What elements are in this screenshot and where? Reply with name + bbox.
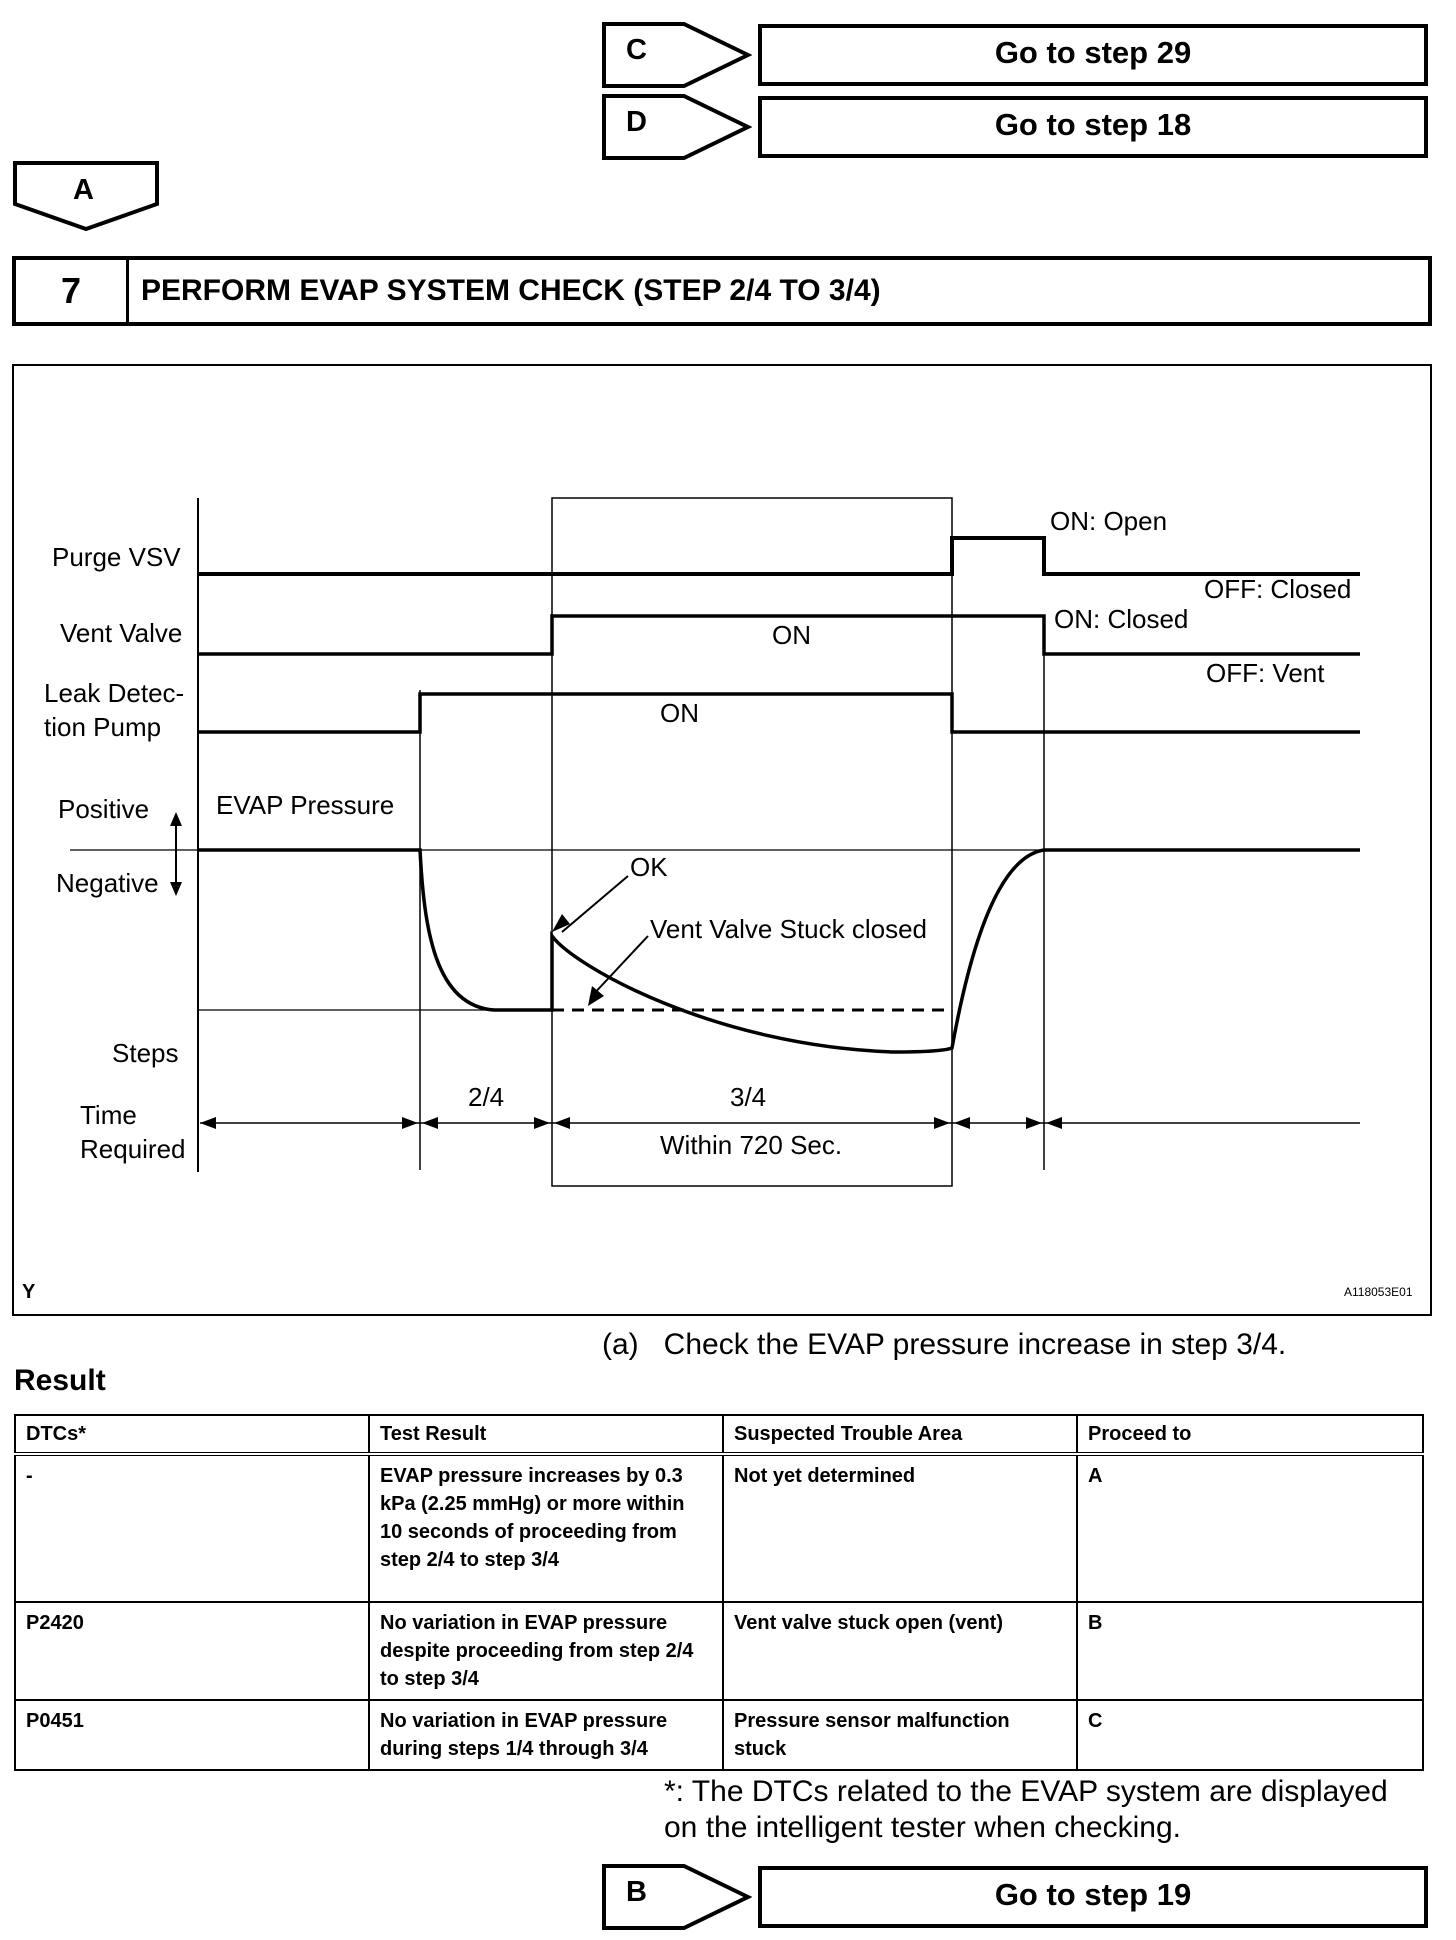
purge-off-label: OFF: Closed bbox=[1204, 574, 1351, 604]
time-label-2: Required bbox=[80, 1134, 186, 1164]
purge-vsv-waveform bbox=[198, 536, 1360, 576]
purge-on-label: ON: Open bbox=[1050, 506, 1167, 536]
leak-pump-label-1: Leak Detec- bbox=[44, 678, 184, 708]
evap-pressure-label: EVAP Pressure bbox=[216, 790, 394, 820]
dtc-footnote: *: The DTCs related to the EVAP system a… bbox=[664, 1775, 1388, 1844]
tag-arrow-c bbox=[602, 22, 752, 88]
tag-arrow-b bbox=[602, 1864, 752, 1930]
tag-letter-b: B bbox=[626, 1876, 647, 1908]
test-result-cell: EVAP pressure increases by 0.3 kPa (2.25… bbox=[368, 1453, 724, 1603]
proceed-cell: C bbox=[1076, 1699, 1424, 1771]
steps-label: Steps bbox=[112, 1038, 179, 1068]
trouble-area-cell: Vent valve stuck open (vent) bbox=[722, 1601, 1078, 1701]
vent-off-label: OFF: Vent bbox=[1206, 658, 1325, 688]
tag-letter-d: D bbox=[626, 106, 647, 138]
table-header-row: DTCs* Test Result Suspected Trouble Area… bbox=[14, 1414, 1424, 1455]
test-result-cell: No variation in EVAP pressure despite pr… bbox=[368, 1601, 724, 1701]
corner-mark-y: Y bbox=[22, 1281, 36, 1303]
vent-on-mid-label: ON bbox=[772, 620, 811, 650]
result-table: DTCs* Test Result Suspected Trouble Area… bbox=[14, 1414, 1424, 1771]
proceed-cell: B bbox=[1076, 1601, 1424, 1701]
negative-label: Negative bbox=[56, 868, 159, 898]
continue-tag-a bbox=[13, 161, 159, 232]
check-caption: (a) Check the EVAP pressure increase in … bbox=[602, 1328, 1287, 1361]
vent-valve-label: Vent Valve bbox=[60, 618, 182, 648]
goto-step-19-button[interactable]: Go to step 19 bbox=[758, 1866, 1428, 1928]
dtc-cell: P2420 bbox=[14, 1601, 370, 1701]
step-number: 7 bbox=[16, 260, 129, 322]
positive-label: Positive bbox=[58, 794, 149, 824]
table-row: P2420 No variation in EVAP pressure desp… bbox=[14, 1601, 1424, 1701]
header-test-result: Test Result bbox=[368, 1414, 724, 1455]
figure-id: A118053E01 bbox=[1344, 1285, 1413, 1299]
leak-pump-label-2: tion Pump bbox=[44, 712, 161, 742]
evap-pressure-waveform bbox=[198, 848, 1360, 1054]
step-34-time-label: Within 720 Sec. bbox=[660, 1130, 842, 1160]
tag-arrow-d bbox=[602, 94, 752, 160]
result-heading: Result bbox=[14, 1364, 106, 1397]
pump-on-label: ON bbox=[660, 698, 699, 728]
stuck-closed-label: Vent Valve Stuck closed bbox=[650, 914, 927, 944]
goto-step-18-button[interactable]: Go to step 18 bbox=[758, 96, 1428, 158]
step-24-label: 2/4 bbox=[468, 1082, 504, 1112]
vent-on-label: ON: Closed bbox=[1054, 604, 1188, 634]
test-result-cell: No variation in EVAP pressure during ste… bbox=[368, 1699, 724, 1771]
trouble-area-cell: Pressure sensor malfunction stuck bbox=[722, 1699, 1078, 1771]
step-34-label: 3/4 bbox=[730, 1082, 766, 1112]
step-header: 7 PERFORM EVAP SYSTEM CHECK (STEP 2/4 TO… bbox=[12, 256, 1432, 326]
tag-letter-c: C bbox=[626, 34, 647, 66]
timing-diagram-svg: Purge VSV Vent Valve Leak Detec- tion Pu… bbox=[22, 497, 1413, 1303]
purge-vsv-label: Purge VSV bbox=[52, 542, 181, 572]
table-row: - EVAP pressure increases by 0.3 kPa (2.… bbox=[14, 1453, 1424, 1603]
proceed-cell: A bbox=[1076, 1453, 1424, 1603]
evap-timing-diagram: Purge VSV Vent Valve Leak Detec- tion Pu… bbox=[12, 364, 1432, 1316]
time-label-1: Time bbox=[80, 1100, 137, 1130]
header-suspected-area: Suspected Trouble Area bbox=[722, 1414, 1078, 1455]
trouble-area-cell: Not yet determined bbox=[722, 1453, 1078, 1603]
leak-pump-waveform bbox=[198, 692, 1360, 734]
dtc-cell: - bbox=[14, 1453, 370, 1603]
table-row: P0451 No variation in EVAP pressure duri… bbox=[14, 1699, 1424, 1771]
ok-label: OK bbox=[630, 852, 668, 882]
step-title: PERFORM EVAP SYSTEM CHECK (STEP 2/4 TO 3… bbox=[141, 274, 881, 307]
header-dtcs: DTCs* bbox=[14, 1414, 370, 1455]
dtc-cell: P0451 bbox=[14, 1699, 370, 1771]
header-proceed-to: Proceed to bbox=[1076, 1414, 1424, 1455]
goto-step-29-button[interactable]: Go to step 29 bbox=[758, 24, 1428, 86]
tag-letter-a: A bbox=[73, 174, 94, 206]
vent-valve-waveform bbox=[198, 614, 1360, 656]
